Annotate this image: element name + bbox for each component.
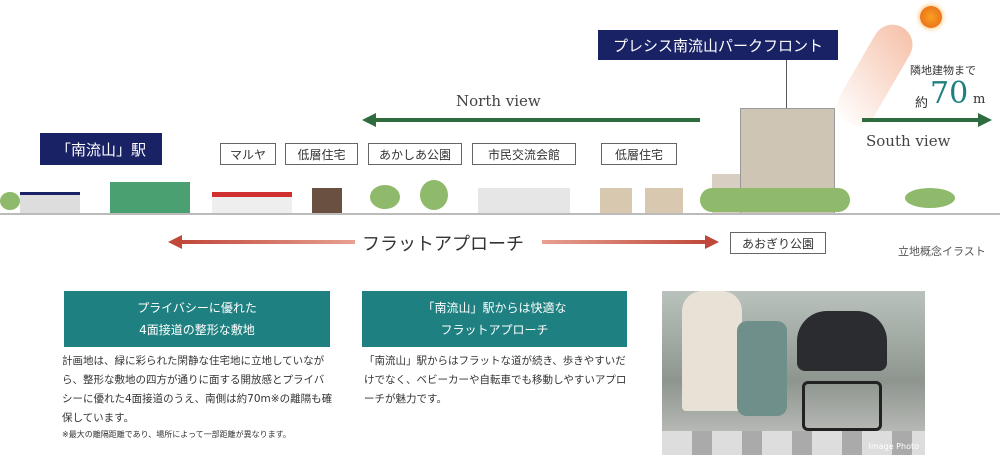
- arrow-head-left: [168, 235, 182, 249]
- landmark-maruya: マルヤ: [220, 143, 276, 165]
- property-label: プレシス南流山パークフロント: [598, 30, 838, 60]
- property-pointer: [786, 60, 787, 110]
- sun-icon: [920, 6, 942, 28]
- card-body-text: 計画地は、緑に彩られた閑静な住宅地に立地していながら、整形な敷地の四方が通りに面…: [62, 355, 333, 424]
- card-approach-header: 「南流山」駅からは快適な フラットアプローチ: [362, 291, 627, 347]
- distance-unit: m: [973, 92, 986, 107]
- streetscape-illustration: [0, 100, 1000, 214]
- stroller-photo: Image Photo: [662, 291, 925, 455]
- north-arrow-head: [362, 113, 376, 127]
- card-footnote: ※最大の離隔距離であり、場所によって一部距離が異なります。: [62, 430, 291, 439]
- landmark-civic-center: 市民交流会館: [472, 143, 576, 165]
- distance-value: 70: [930, 76, 969, 111]
- landmark-akashia-park: あかしあ公園: [368, 143, 462, 165]
- card-title-line: 4面接道の整形な敷地: [139, 323, 255, 337]
- card-title-line: プライバシーに優れた: [137, 301, 257, 315]
- flat-approach-arrow-right: [542, 240, 707, 244]
- card-body-text: 「南流山」駅からはフラットな道が続き、歩きやすいだけでなく、ベビーカーや自転車で…: [364, 355, 627, 405]
- north-arrow: [375, 118, 700, 122]
- south-arrow-head: [978, 113, 992, 127]
- card-title-line: フラットアプローチ: [440, 323, 549, 337]
- landmark-aogiri-park: あおぎり公園: [730, 232, 826, 254]
- card-title-line: 「南流山」駅からは快適な: [422, 301, 567, 315]
- distance-approx: 約: [915, 96, 929, 111]
- south-arrow: [862, 118, 980, 122]
- card-privacy-header: プライバシーに優れた 4面接道の整形な敷地: [64, 291, 330, 347]
- ground-line: [0, 213, 1000, 215]
- landmark-lowrise-2: 低層住宅: [601, 143, 677, 165]
- card-approach-body: 「南流山」駅からはフラットな道が続き、歩きやすいだけでなく、ベビーカーや自転車で…: [364, 352, 634, 409]
- distance-prefix: 隣地建物まで: [910, 64, 976, 77]
- flat-approach-label: フラットアプローチ: [362, 234, 524, 255]
- illustration-note: 立地概念イラスト: [898, 245, 986, 258]
- landmark-lowrise-1: 低層住宅: [285, 143, 358, 165]
- photo-caption: Image Photo: [868, 442, 919, 451]
- flat-approach-arrow-left: [180, 240, 355, 244]
- arrow-head-right: [705, 235, 719, 249]
- card-privacy-body: 計画地は、緑に彩られた閑静な住宅地に立地していながら、整形な敷地の四方が通りに面…: [62, 352, 334, 442]
- north-view-label: North view: [456, 92, 541, 110]
- south-view-label: South view: [866, 132, 951, 150]
- station-label: 「南流山」駅: [40, 133, 162, 165]
